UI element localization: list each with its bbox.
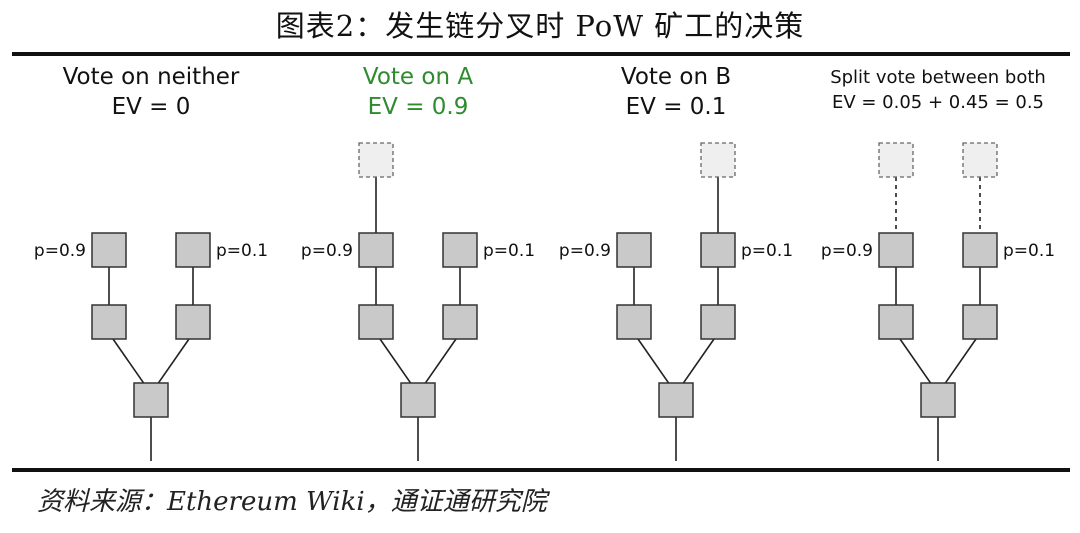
panel-ev: EV = 0.1: [626, 94, 727, 120]
panel-ev: EV = 0.05 + 0.45 = 0.5: [832, 92, 1044, 113]
prob-label-a: p=0.9: [559, 241, 611, 261]
vote-block: [700, 142, 736, 178]
panel-heading: Vote on B: [621, 64, 731, 90]
panel-heading: Split vote between both: [830, 67, 1046, 88]
branch-a-tip-block: [878, 232, 914, 268]
branch-a-tip-block: [358, 232, 394, 268]
fork-edge-right: [681, 338, 715, 386]
fork-edge-left: [899, 338, 933, 386]
fork-edge-right: [423, 338, 457, 386]
bottom-rule: [12, 468, 1070, 472]
vote-block: [358, 142, 394, 178]
branch-a-tip-block: [91, 232, 127, 268]
fork-diagram: Vote on neither EV = 0 p=0.9 p=0.1 Vote on A…: [34, 64, 1055, 461]
branch-b-block: [962, 304, 998, 340]
branch-a-block: [91, 304, 127, 340]
branch-b-block: [175, 304, 211, 340]
panel-ev: EV = 0.9: [368, 94, 469, 120]
branch-a-tip-block: [616, 232, 652, 268]
prob-label-b: p=0.1: [483, 241, 535, 261]
root-block: [133, 382, 169, 418]
branch-b-tip-block: [962, 232, 998, 268]
panel-heading: Vote on A: [363, 64, 473, 90]
branch-a-block: [358, 304, 394, 340]
fork-edge-left: [379, 338, 413, 386]
source-note: 资料来源：Ethereum Wiki，通证通研究院: [37, 487, 547, 517]
vote-block: [962, 142, 998, 178]
fork-edge-right: [943, 338, 977, 386]
fork-edge-left: [637, 338, 671, 386]
root-block: [400, 382, 436, 418]
root-block: [658, 382, 694, 418]
branch-b-block: [700, 304, 736, 340]
panel-heading: Vote on neither: [63, 64, 240, 90]
vote-block: [878, 142, 914, 178]
prob-label-a: p=0.9: [34, 241, 86, 261]
branch-b-block: [442, 304, 478, 340]
prob-label-b: p=0.1: [1003, 241, 1055, 261]
branch-a-block: [616, 304, 652, 340]
branch-b-tip-block: [442, 232, 478, 268]
top-rule: [12, 52, 1070, 56]
root-block: [920, 382, 956, 418]
prob-label-a: p=0.9: [301, 241, 353, 261]
prob-label-b: p=0.1: [216, 241, 268, 261]
branch-b-tip-block: [700, 232, 736, 268]
figure-title: 图表2：发生链分叉时 PoW 矿工的决策: [275, 9, 805, 43]
fork-edge-left: [112, 338, 146, 386]
branch-a-block: [878, 304, 914, 340]
prob-label-a: p=0.9: [821, 241, 873, 261]
fork-edge-right: [156, 338, 190, 386]
panel-ev: EV = 0: [112, 94, 191, 120]
prob-label-b: p=0.1: [741, 241, 793, 261]
branch-b-tip-block: [175, 232, 211, 268]
